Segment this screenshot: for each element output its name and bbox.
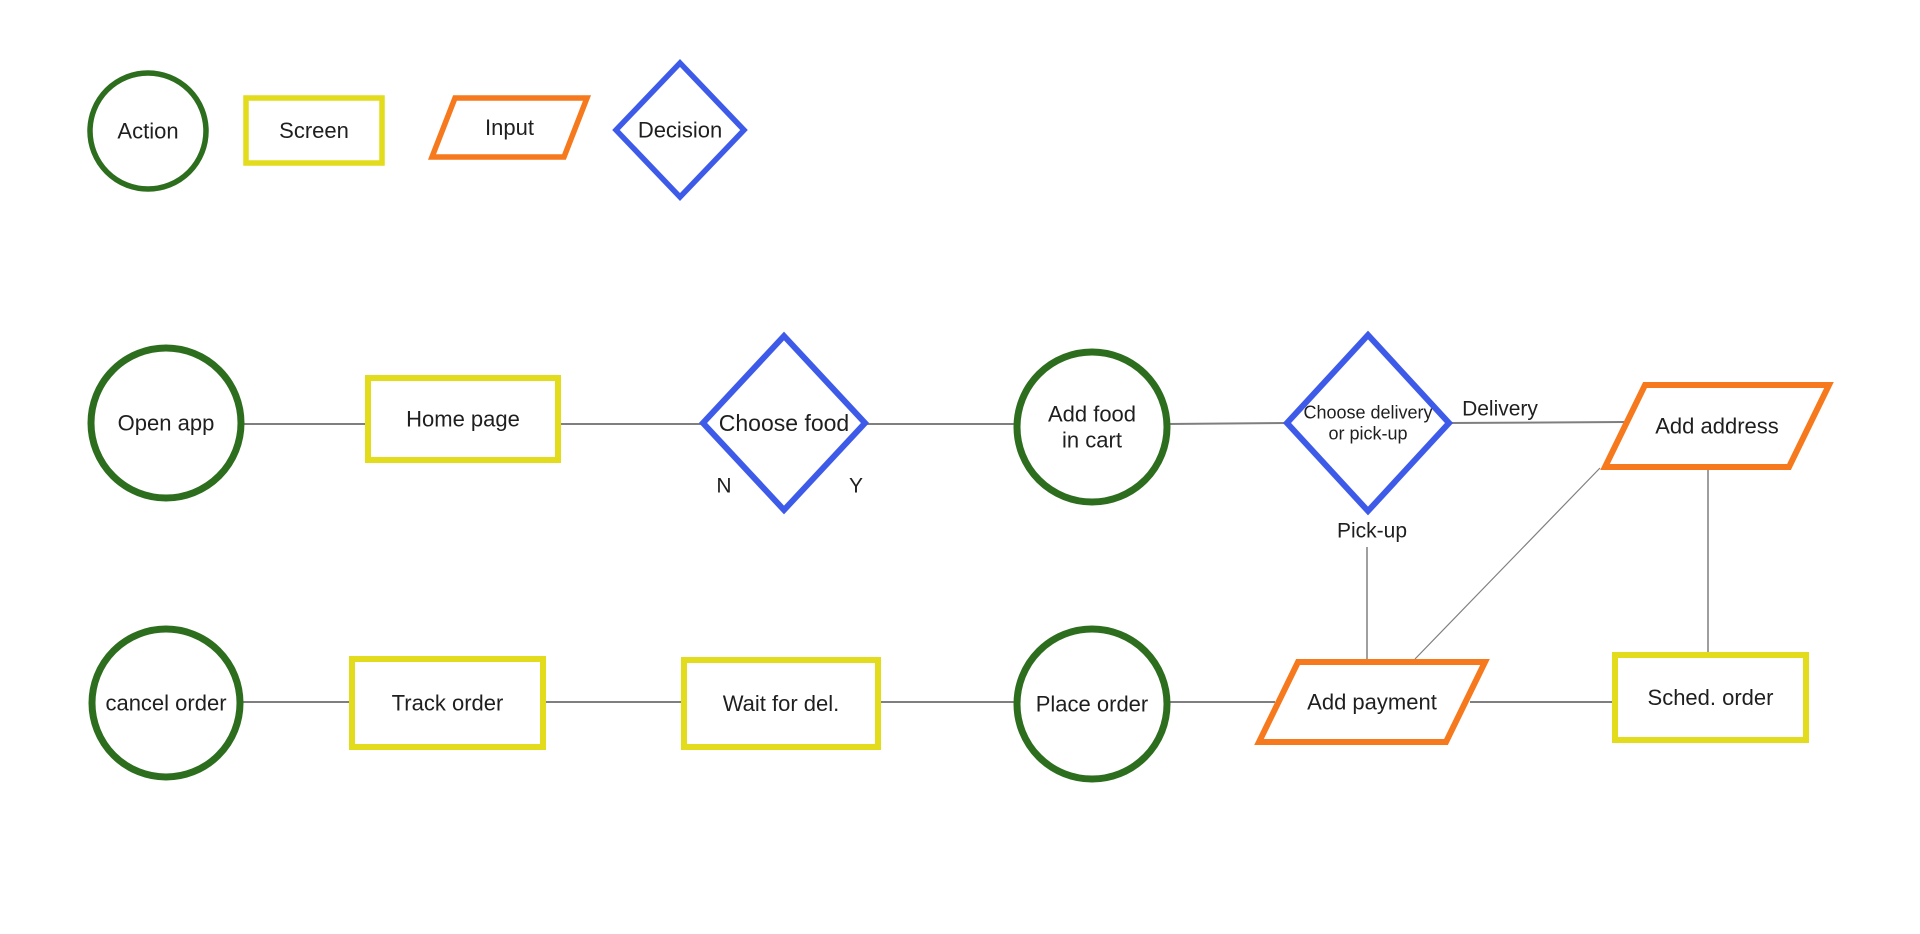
node-choose-delivery-shape <box>1282 330 1454 516</box>
node-add-payment: Add payment <box>1254 659 1490 745</box>
node-cancel-order: cancel order <box>88 625 244 781</box>
legend-decision-shape <box>612 59 748 201</box>
legend-screen-shape <box>243 95 385 166</box>
legend-screen-label: Screen <box>279 118 349 143</box>
node-open-app-shape <box>87 344 245 502</box>
legend-screen: Screen <box>243 95 385 166</box>
node-home-page-label: Home page <box>406 407 520 432</box>
node-place-order-shape <box>1013 625 1171 783</box>
legend-action-label: Action <box>117 119 178 144</box>
node-place-order-label: Place order <box>1036 692 1149 717</box>
edge-label-n: N <box>716 475 731 498</box>
node-sched-order: Sched. order <box>1612 652 1809 743</box>
node-choose-food-label: Choose food <box>719 410 849 436</box>
edge-add-address--add-payment <box>1414 467 1601 660</box>
edge-label-delivery: Delivery <box>1462 398 1538 421</box>
legend-decision-label: Decision <box>638 118 722 143</box>
node-wait-for-del-label: Wait for del. <box>723 691 840 716</box>
node-wait-for-del: Wait for del. <box>681 657 881 750</box>
legend-action: Action <box>87 70 209 192</box>
edge-label-y: Y <box>849 475 863 498</box>
node-home-page: Home page <box>365 375 561 463</box>
edge-choose-delivery--add-address <box>1448 421 1625 424</box>
node-cancel-order-shape <box>88 625 244 781</box>
node-open-app-label: Open app <box>118 411 215 436</box>
node-add-payment-label: Add payment <box>1307 690 1437 715</box>
node-sched-order-label: Sched. order <box>1648 685 1774 710</box>
node-track-order: Track order <box>349 656 546 750</box>
node-wait-for-del-shape <box>681 657 881 750</box>
node-sched-order-shape <box>1612 652 1809 743</box>
node-place-order: Place order <box>1013 625 1171 783</box>
edge-label-pickup: Pick-up <box>1337 520 1407 543</box>
node-track-order-label: Track order <box>392 691 504 716</box>
node-home-page-shape <box>365 375 561 463</box>
legend-input: Input <box>427 95 592 160</box>
node-cancel-order-label: cancel order <box>105 691 226 716</box>
node-add-food-in-cart-shape <box>1013 348 1171 506</box>
node-add-address-label: Add address <box>1655 414 1779 439</box>
node-open-app: Open app <box>87 344 245 502</box>
node-add-address-shape <box>1600 382 1834 470</box>
legend-action-shape <box>87 70 209 192</box>
legend-decision: Decision <box>612 59 748 201</box>
node-add-payment-shape <box>1254 659 1490 745</box>
node-choose-food: Choose food <box>698 331 870 515</box>
edge-add-food--choose-delivery <box>1166 422 1290 425</box>
node-choose-food-shape <box>698 331 870 515</box>
legend-input-shape <box>427 95 592 160</box>
legend-input-label: Input <box>485 115 534 140</box>
node-add-address: Add address <box>1600 382 1834 470</box>
node-track-order-shape <box>349 656 546 750</box>
